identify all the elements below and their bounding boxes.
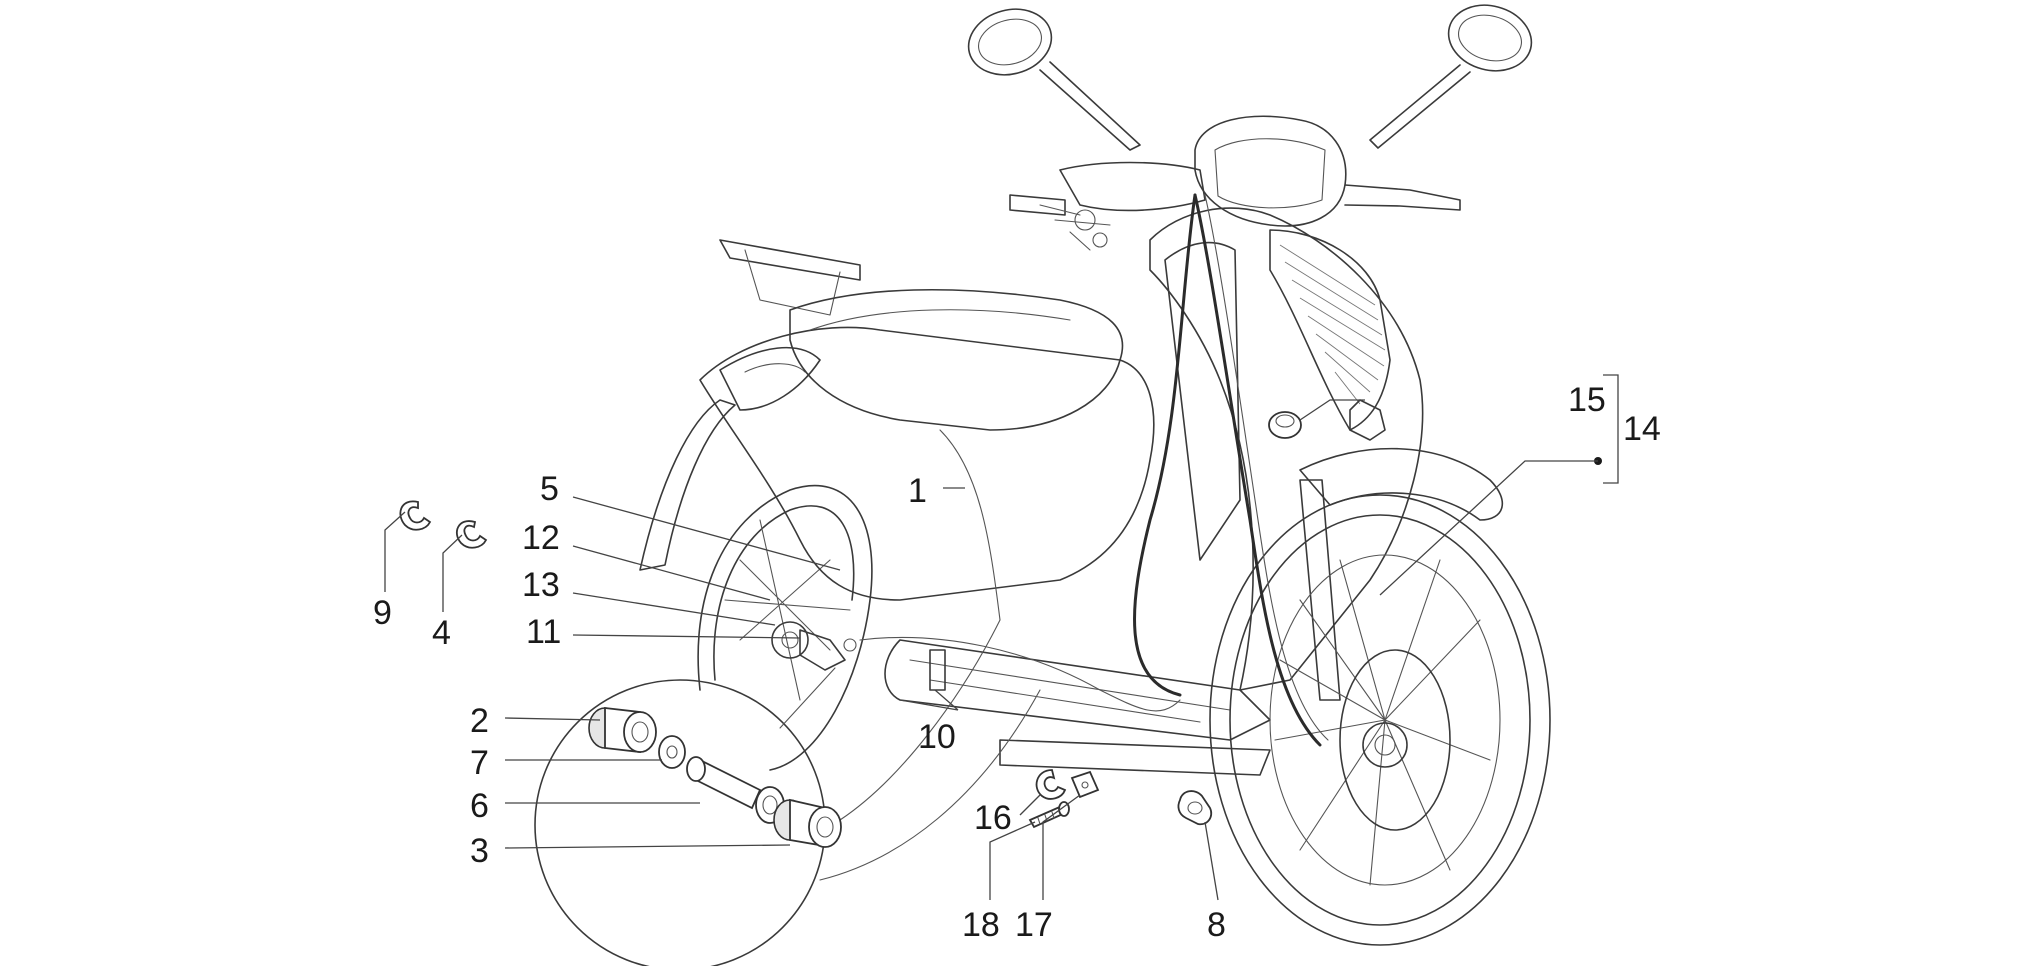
callout-6: 6: [470, 787, 489, 825]
part-16-clip: [1035, 769, 1067, 800]
callout-8: 8: [1207, 906, 1226, 944]
part-15-cap: [1268, 411, 1302, 439]
part-6-pin: [686, 756, 785, 824]
part-18-screw: [1028, 801, 1070, 829]
callout-13: 13: [522, 566, 560, 604]
callout-18: 18: [962, 906, 1000, 944]
callout-14: 14: [1623, 410, 1661, 448]
callout-17: 17: [1015, 906, 1053, 944]
part-4-clip: [456, 520, 488, 549]
luggage-rack: [719, 239, 861, 281]
callout-3: 3: [470, 832, 489, 870]
callout-4: 4: [432, 614, 451, 652]
callout-2: 2: [470, 702, 489, 740]
bracket-14-15: [1603, 374, 1619, 484]
part-8-clamp: [1177, 790, 1213, 826]
front-mudguard: [1299, 447, 1504, 521]
callout-10: 10: [918, 718, 956, 756]
rear-body: [699, 326, 1155, 601]
right-mirror: [1369, 4, 1533, 149]
seat: [789, 288, 1124, 431]
front-wheel: [1209, 494, 1551, 946]
part-9-clip: [399, 500, 432, 531]
callout-labels: 1 5 12 13 11 10 2 7 6 3 9 4 15 14 16 18 …: [373, 381, 1661, 944]
left-mirror: [967, 8, 1141, 151]
speedometer-cable: [1193, 193, 1322, 747]
footboard: [884, 639, 1271, 741]
part-7-washer: [658, 735, 686, 769]
scooter-illustration: [639, 4, 1551, 946]
handlebar: [1059, 161, 1206, 212]
callout-11: 11: [526, 613, 561, 651]
callout-12: 12: [522, 519, 560, 557]
callout-7: 7: [470, 744, 489, 782]
part-3-bushing: [773, 798, 842, 848]
leg-shield: [1149, 207, 1424, 691]
leader-lines: [384, 399, 1598, 901]
callout-5: 5: [540, 470, 559, 508]
front-fork: [1299, 479, 1341, 701]
front-grille: [1269, 229, 1391, 441]
part-17-plate: [1070, 770, 1100, 799]
callout-16: 16: [974, 799, 1012, 837]
brake-cable-rear: [1133, 193, 1197, 697]
part-2-bushing: [588, 706, 657, 754]
detail-magnifier-circle: [534, 667, 1041, 966]
rear-mudguard: [639, 399, 736, 571]
callout-9: 9: [373, 594, 392, 632]
rear-wheel: [697, 484, 873, 771]
callout-15: 15: [1568, 381, 1606, 419]
callout-1: 1: [908, 472, 927, 510]
